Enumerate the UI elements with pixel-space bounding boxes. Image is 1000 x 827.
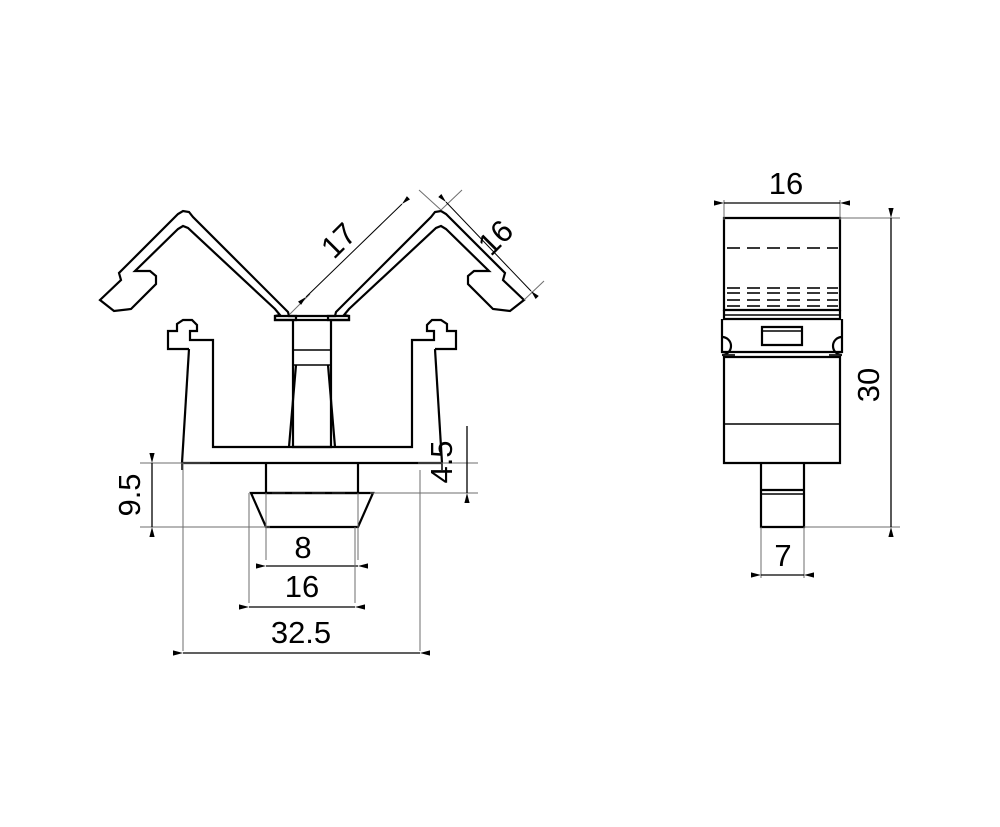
front-view-dimensions: 17 16 9.5 4.5 8 16 [112, 189, 545, 656]
body-right-wall [433, 348, 444, 464]
dim-17-ext-a [289, 293, 311, 315]
side-upper-block [722, 216, 842, 312]
dim-16-arm-ext-b [523, 280, 545, 301]
dim-label-9-5: 9.5 [112, 473, 147, 516]
body-outer-channel [166, 318, 458, 449]
dim-16-arm-line [438, 193, 539, 300]
front-view-geometry [98, 209, 526, 529]
dim-label-16-arm: 16 [471, 213, 520, 262]
dim-label-4-5: 4.5 [424, 440, 459, 483]
dim-label-side-16: 16 [769, 166, 803, 201]
stem-taper-right [326, 364, 337, 448]
dim-label-8: 8 [294, 530, 311, 565]
side-stem [759, 463, 806, 529]
side-rail-block [722, 310, 842, 321]
side-view-geometry [720, 216, 844, 529]
dim-17-ext-b [418, 189, 442, 211]
body-left-wall [180, 348, 191, 464]
side-clip-tab [760, 325, 804, 347]
stem-top-cap [273, 314, 351, 322]
dim-16-arm-ext-a [440, 189, 463, 211]
dim-label-17: 17 [314, 216, 363, 265]
foot-trapezoid [249, 491, 375, 529]
side-view-dimensions: 16 30 7 [714, 166, 900, 578]
stem-taper-left [287, 364, 298, 448]
dim-label-side-7: 7 [774, 538, 791, 573]
dim-17-line [298, 196, 410, 305]
side-clip-band [720, 319, 844, 354]
side-lower-block [722, 355, 842, 465]
center-stem [291, 320, 333, 449]
left-arm-profile [98, 209, 298, 322]
dim-label-32-5: 32.5 [271, 615, 331, 650]
dim-label-side-30: 30 [851, 368, 886, 402]
dim-label-16-foot: 16 [285, 569, 319, 604]
foot-boss [264, 463, 360, 495]
